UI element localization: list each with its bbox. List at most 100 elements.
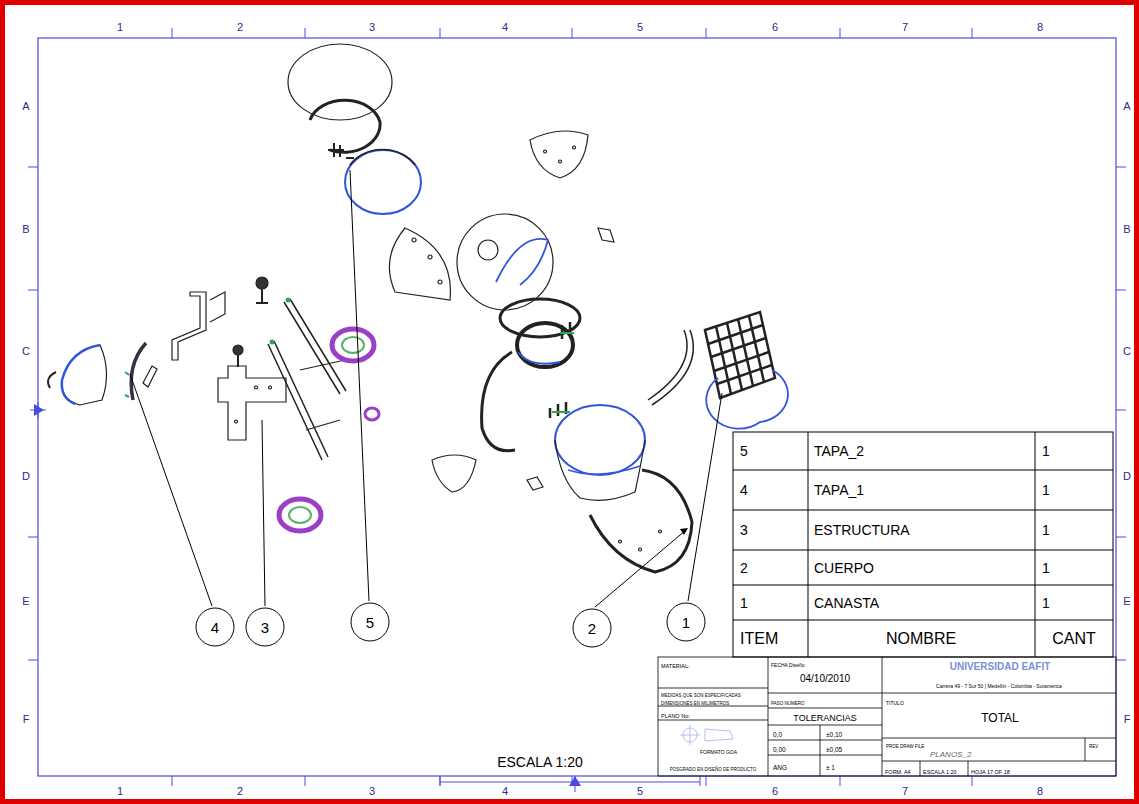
title-block-text: 0,00: [773, 746, 786, 753]
label-holder: ±0,05: [826, 738, 842, 756]
frame-row-letter: F: [23, 713, 30, 725]
label-holder: CANASTA: [814, 594, 879, 612]
label-holder: 1: [740, 594, 748, 612]
callout-bubble: 5: [350, 602, 390, 642]
bom-quantity: 1: [1042, 443, 1050, 459]
title-block-text: PASO NUMERO: [771, 701, 804, 706]
bom-header: CANT: [1052, 630, 1096, 647]
bom-part-name: CANASTA: [814, 595, 879, 611]
label-holder: ±0,10: [826, 723, 842, 741]
frame-row-letter: D: [1123, 470, 1131, 482]
title-block-text: PROE DRAW FILE: [886, 744, 924, 749]
label-holder: POSGRADO EN DISEÑO DE PRODUCTO: [663, 757, 763, 775]
label-holder: 5: [637, 17, 643, 35]
title-block-text: TITULO: [886, 700, 904, 706]
label-holder: ESTRUCTURA: [814, 521, 910, 539]
title-block-text: 04/10/2010: [800, 673, 850, 684]
wheel-parts: [279, 329, 379, 531]
title-block-text: DIMENSIONES EN MILIMETROS: [661, 701, 729, 706]
title-block-text: HOJA 17 OF 18: [971, 769, 1010, 775]
label-holder: TAPA_1: [814, 481, 864, 499]
bom-part-name: CUERPO: [814, 560, 874, 576]
label-holder: ± 1: [826, 756, 835, 774]
label-holder: CUERPO: [814, 559, 874, 577]
label-holder: 0,00: [773, 738, 786, 756]
label-holder: 4: [502, 17, 508, 35]
callout-outline: [196, 608, 234, 646]
frame-row-letter: A: [1123, 100, 1130, 112]
bom-item-number: 5: [740, 443, 748, 459]
callout-outline: [667, 603, 705, 641]
bom-item-number: 1: [740, 595, 748, 611]
callout-number: 2: [588, 621, 596, 636]
bom-quantity: 1: [1042, 560, 1050, 576]
label-holder: TOLERANCIAS: [793, 707, 856, 725]
title-block-text: Carrera 49 - 7 Sur 50 | Medellín - Colom…: [936, 683, 1062, 689]
label-holder: 1: [117, 781, 123, 799]
label-holder: PROE DRAW FILE: [886, 734, 924, 752]
label-holder: FECHA Diseño: [771, 653, 805, 671]
label-holder: 1: [117, 17, 123, 35]
label-holder: 7: [902, 17, 908, 35]
label-holder: 8: [1037, 17, 1043, 35]
callout-outline: [246, 608, 284, 646]
structure-parts: [48, 277, 346, 460]
frame-column-number: 8: [1037, 21, 1043, 33]
frame-column-number: 2: [237, 21, 243, 33]
label-holder: FORM. A4: [885, 760, 911, 778]
title-block-text: MATERIAL:: [661, 663, 690, 669]
outer-border: [3, 3, 1137, 802]
title-block-text: ANG: [773, 764, 787, 771]
frame-column-number: 2: [237, 785, 243, 797]
scale-note: ESCALA 1:20: [497, 754, 583, 770]
label-holder: 04/10/2010: [800, 668, 850, 686]
label-holder: Carrera 49 - 7 Sur 50 | Medellín - Colom…: [936, 674, 1062, 692]
label-holder: PLANO No:: [661, 704, 690, 722]
bom-quantity: 1: [1042, 482, 1050, 498]
label-holder: 1: [1042, 559, 1050, 577]
frame-column-number: 8: [1037, 785, 1043, 797]
bom-quantity: 1: [1042, 522, 1050, 538]
bom-item-number: 4: [740, 482, 748, 498]
label-holder: FORMATO GOA: [700, 740, 737, 758]
label-holder: 0,0: [773, 723, 782, 741]
label-holder: 4: [740, 481, 748, 499]
label-holder: E: [22, 591, 29, 609]
label-holder: REV: [1089, 734, 1098, 752]
callout-number: 4: [211, 620, 219, 635]
label-holder: F: [23, 709, 30, 727]
label-holder: TAPA_2: [814, 442, 864, 460]
frame-row-letter: A: [22, 100, 29, 112]
label-holder: MEDIDAS QUE SON ESPECIFICADAS: [661, 683, 741, 701]
bom-quantity: 1: [1042, 595, 1050, 611]
label-holder: TITULO: [886, 691, 904, 709]
label-holder: 1: [1042, 521, 1050, 539]
frame-row-letter: E: [22, 595, 29, 607]
label-holder: 6: [772, 17, 778, 35]
label-holder: B: [1123, 219, 1130, 237]
callout-outline: [351, 603, 389, 641]
label-holder: 3: [369, 781, 375, 799]
title-block-text: TOTAL: [981, 711, 1019, 725]
label-holder: 1: [1042, 481, 1050, 499]
label-holder: HOJA 17 OF 18: [971, 760, 1010, 778]
label-holder: 2: [740, 559, 748, 577]
frame-column-number: 1: [117, 21, 123, 33]
bom-item-number: 2: [740, 560, 748, 576]
title-block-text: ESCALA 1:20: [923, 769, 957, 775]
bom-part-name: ESTRUCTURA: [814, 522, 910, 538]
label-holder: 3: [740, 521, 748, 539]
title-block-text: ± 1: [826, 764, 835, 771]
label-holder: 1: [1042, 442, 1050, 460]
callout-bubble: 4: [195, 607, 235, 647]
callout-bubble: 2: [572, 608, 612, 648]
frame-row-letter: B: [22, 223, 29, 235]
callout-bubble: 3: [245, 607, 285, 647]
title-block-text: FORMATO GOA: [700, 749, 737, 755]
frame-column-number: 4: [502, 21, 508, 33]
title-block-text: ±0,10: [826, 731, 842, 738]
frame-row-letter: F: [1124, 713, 1131, 725]
callout-number: 1: [682, 615, 690, 630]
label-holder: C: [1123, 341, 1131, 359]
